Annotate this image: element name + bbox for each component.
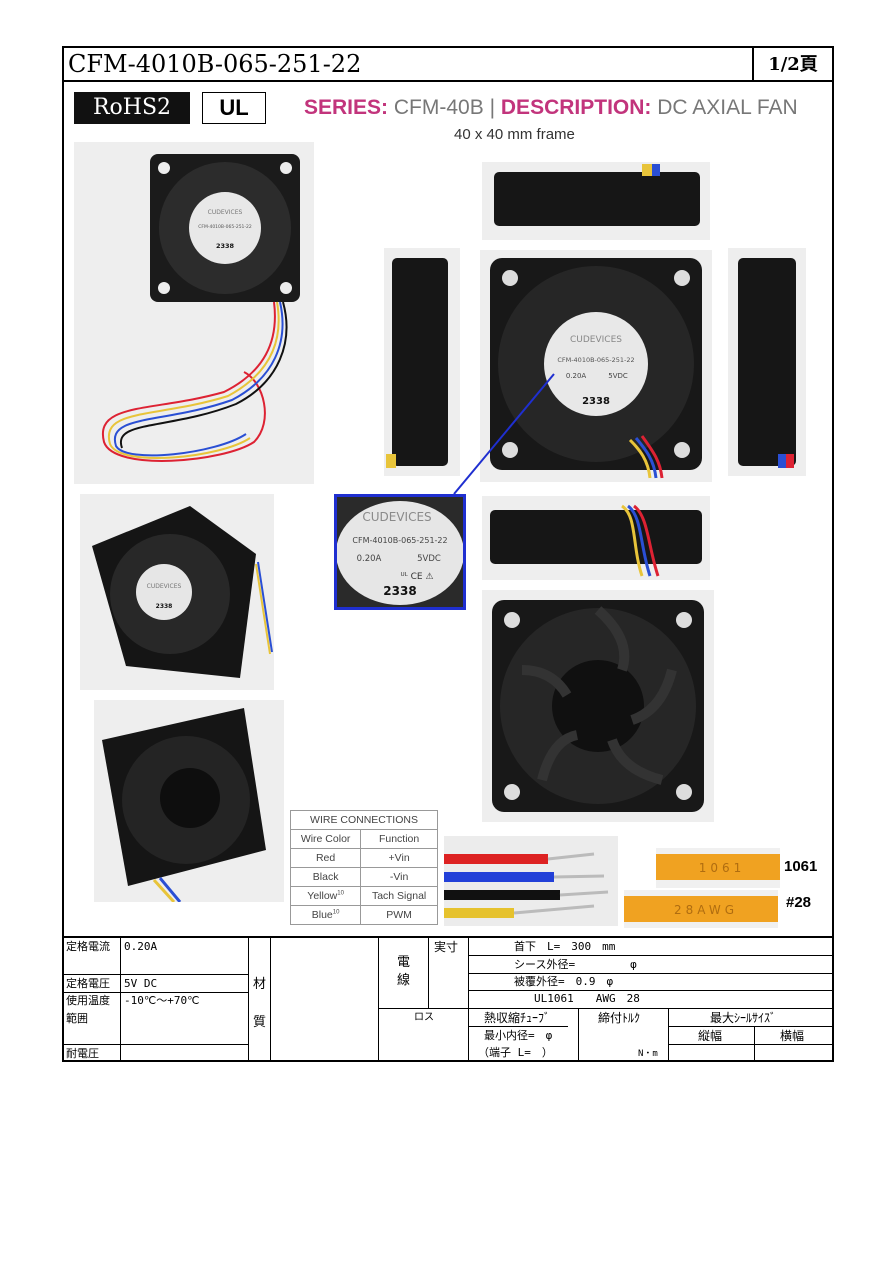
angled-label-brand: CUDEVICES (147, 583, 182, 590)
fan-label-brand: CUDEVICES (570, 335, 622, 345)
fan-left-side-view (384, 248, 460, 476)
wire-label-1: 電 (397, 955, 411, 970)
wire-color-cell: Black (289, 867, 362, 887)
series-line: SERIES: CFM-40B | DESCRIPTION: DC AXIAL … (304, 96, 824, 120)
wire-print-1061-text: 1061 (699, 861, 746, 875)
temp-range-value: -10℃～+70℃ (124, 994, 200, 1007)
spec-table: 定格電流 0.20A 定格電圧 5V DC 使用温度 範囲 -10℃～+70℃ … (64, 936, 832, 1062)
wire-function-cell: -Vin (360, 867, 438, 887)
wire-print-1061-photo: 1061 (656, 848, 780, 888)
series-separator: | (489, 96, 496, 119)
zoom-label-brand: CUDEVICES (362, 510, 431, 524)
fan-label-model: CFM-4010B-065-251-22 (557, 356, 634, 364)
rated-current-label: 定格電流 (66, 940, 110, 953)
terminal-length: （端子 L= ） (478, 1046, 553, 1059)
zoom-label-model: CFM-4010B-065-251-22 (352, 536, 447, 545)
page-indicator: 1/2頁 (754, 48, 832, 82)
max-seal-size-label: 最大ｼｰﾙｻｲｽﾞ (710, 1011, 777, 1025)
wire-function-cell: PWM (360, 905, 438, 925)
wire-function-cell: Tach Signal (360, 886, 438, 906)
wire-print-awg-text: 28AWG (674, 903, 738, 917)
fan-label-brand-small: CUDEVICES (208, 209, 243, 216)
zoom-label-code: 2338 (383, 584, 416, 598)
wire-label-2: 線 (397, 973, 411, 988)
temp-range-label-2: 範囲 (66, 1012, 88, 1025)
label-1061: 1061 (784, 858, 818, 875)
wire-color-cell: Yellow10 (289, 886, 362, 906)
wire-color-note: 10 (337, 890, 344, 897)
series-key: SERIES: (304, 96, 389, 119)
fan-label-code-small: 2338 (216, 242, 235, 250)
loss-label: ロス (414, 1012, 434, 1023)
rated-voltage-value: 5V DC (124, 977, 158, 990)
withstand-voltage-label: 耐電圧 (66, 1047, 99, 1060)
wire-length: 首下 L= 300 mm (514, 940, 616, 953)
fan-front-photo-wires: CUDEVICES CFM-4010B-065-251-22 2338 (74, 142, 314, 484)
torque-label: 締付ﾄﾙｸ (598, 1011, 641, 1025)
fan-angled-photo: CUDEVICES 2338 (80, 494, 274, 690)
spec-sheet: CFM-4010B-065-251-22 1/2頁 RoHS2 UL SERIE… (62, 46, 834, 1062)
ul-badge: UL (202, 92, 266, 124)
fan-label-voltage: 5VDC (608, 372, 628, 380)
table-row: Red +Vin (289, 848, 438, 868)
material-label-2: 質 (253, 1015, 267, 1030)
rated-voltage-label: 定格電圧 (66, 977, 110, 990)
wire-table-header-color: Wire Color (289, 829, 362, 849)
ul-awg-spec: UL1061 AWG 28 (534, 992, 640, 1005)
wire-table-header-function: Function (360, 829, 438, 849)
wire-connections-table: WIRE CONNECTIONS Wire Color Function Red… (289, 810, 438, 925)
table-row: Yellow10 Tach Signal (289, 886, 438, 906)
label-28-awg: #28 (786, 894, 812, 911)
fan-top-side-view (482, 162, 710, 240)
actual-size-label: 実寸 (434, 940, 459, 954)
fan-label-current: 0.20A (566, 372, 587, 380)
wire-color-cell: Blue10 (289, 905, 362, 925)
rated-current-value: 0.20A (124, 940, 158, 953)
fan-right-side-view (728, 248, 806, 476)
table-row: Black -Vin (289, 867, 438, 887)
wire-table-title: WIRE CONNECTIONS (290, 810, 438, 830)
wire-color-note: 10 (332, 909, 340, 916)
wire-function-cell: +Vin (360, 848, 438, 868)
table-row: Blue10 PWM (289, 905, 438, 925)
torque-unit: N・m (638, 1049, 658, 1059)
horizontal-width-label: 横幅 (780, 1029, 805, 1043)
rohs-badge: RoHS2 (74, 92, 190, 124)
zoom-label-current: 0.20A (357, 554, 382, 564)
description-value: DC AXIAL FAN (657, 96, 798, 119)
wire-color-text: Blue (311, 909, 333, 921)
series-value: CFM-40B (393, 96, 484, 119)
callout-pointer-line (453, 373, 555, 495)
fan-front-view: CUDEVICES CFM-4010B-065-251-22 0.20A 5VD… (480, 250, 712, 482)
heat-shrink-label: 熱収縮ﾁｭｰﾌﾞ (484, 1011, 551, 1025)
temp-range-label-1: 使用温度 (66, 994, 110, 1007)
insulation-outer-diameter: 被覆外径= 0.9 φ (514, 975, 614, 988)
sheath-outer-diameter: シース外径= φ (514, 958, 637, 971)
wire-color-text: Yellow (307, 890, 338, 902)
fan-back-view (482, 590, 714, 822)
wire-print-awg-photo: 28AWG (624, 890, 778, 928)
wire-ends-photo (444, 836, 618, 926)
zoom-label-voltage: 5VDC (417, 554, 441, 564)
description-key: DESCRIPTION: (500, 96, 652, 119)
zoom-label-marks: ᵁᴸ CE ⚠ (400, 572, 433, 582)
part-number-title: CFM-4010B-065-251-22 (64, 48, 754, 82)
fan-label-code: 2338 (582, 396, 610, 407)
frame-size: 40 x 40 mm frame (454, 126, 575, 143)
min-inner-diameter: 最小内径= φ (484, 1029, 553, 1042)
vertical-width-label: 縦幅 (698, 1029, 723, 1043)
fan-rear-angled-photo (94, 700, 284, 902)
angled-label-code: 2338 (156, 603, 173, 610)
fan-bottom-side-view (482, 496, 710, 580)
fan-label-model-small: CFM-4010B-065-251-22 (198, 224, 252, 230)
material-label-1: 材 (253, 977, 267, 992)
fan-label-zoom-inset: CUDEVICES CFM-4010B-065-251-22 0.20A 5VD… (334, 494, 466, 610)
wire-color-cell: Red (289, 848, 362, 868)
